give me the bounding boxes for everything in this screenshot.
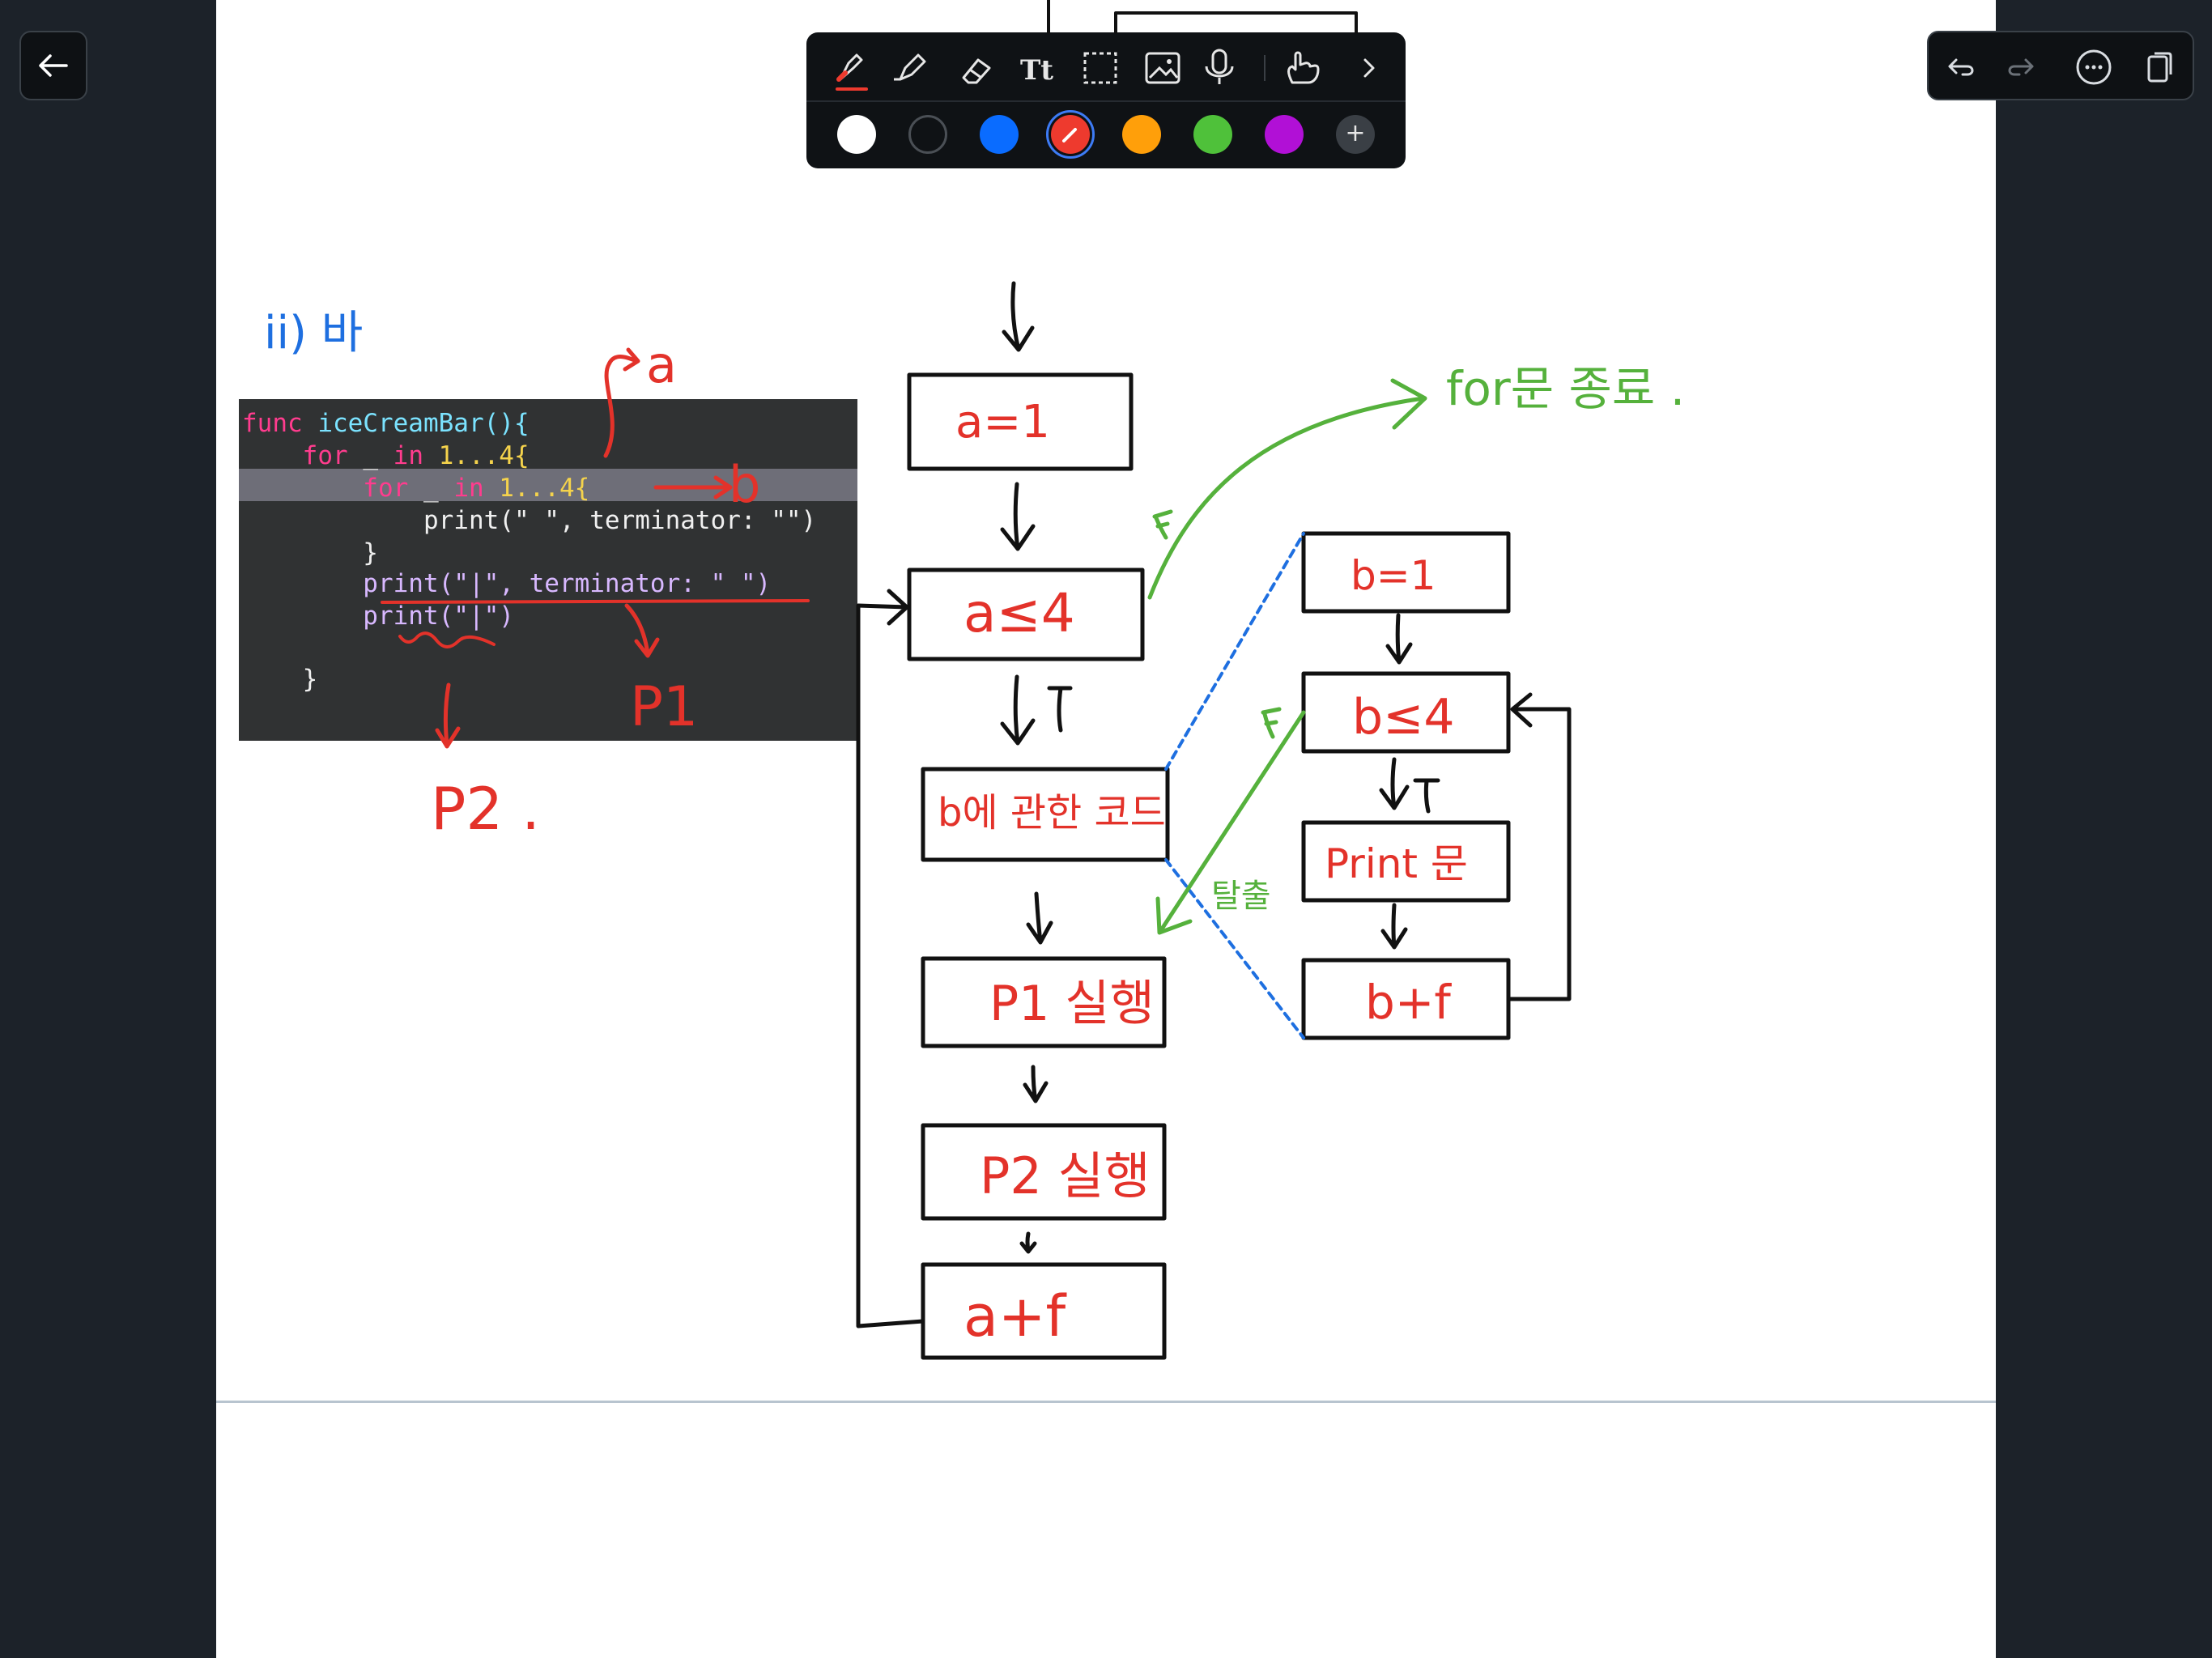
label-a: a	[646, 335, 677, 394]
flow-text-b-cond: b≤4	[1352, 689, 1455, 746]
flow-box-a-init	[907, 372, 1134, 471]
document-controls	[1927, 31, 2194, 100]
section-heading: ii) 바	[264, 307, 363, 359]
swatch-white[interactable]	[837, 115, 876, 154]
flow-box-b-init	[1301, 531, 1511, 614]
swatch-black[interactable]	[908, 115, 947, 154]
toolbar-separator	[806, 100, 1406, 102]
more-options-icon[interactable]	[2076, 49, 2112, 85]
swatch-purple[interactable]	[1265, 115, 1304, 154]
label-b: b	[729, 455, 760, 514]
flow-text-p2: P2 실행	[980, 1146, 1151, 1205]
flow-text-b-code: b에 관한 코드	[938, 790, 1166, 835]
chevron-right-icon[interactable]	[1363, 58, 1375, 78]
code-screenshot-image[interactable]: func iceCreamBar(){ for _ in 1...4{ for …	[239, 399, 857, 741]
swatch-green[interactable]	[1193, 115, 1232, 154]
flow-text-b-init: b=1	[1351, 552, 1436, 599]
undo-icon[interactable]	[1948, 58, 1974, 76]
for-exit-note: for문 종료 .	[1446, 361, 1685, 416]
code-line: for _ in 1...4{	[242, 441, 530, 470]
flow-box-a-cond	[907, 568, 1145, 661]
flow-box-p1	[921, 956, 1167, 1048]
eraser-icon[interactable]	[962, 58, 991, 84]
code-line: print("|", terminator: " ")	[242, 569, 772, 598]
image-icon[interactable]	[1145, 52, 1180, 84]
flow-text-a-init: a=1	[955, 396, 1050, 449]
text-tool-icon[interactable]: Tt	[1020, 54, 1053, 87]
code-highlight-row	[239, 469, 857, 501]
flow-box-print	[1301, 820, 1511, 903]
flow-text-a-inc: a+f	[963, 1283, 1067, 1350]
flow-box-a-inc	[921, 1262, 1167, 1360]
code-line: func iceCreamBar(){	[242, 409, 530, 438]
swatch-blue[interactable]	[980, 115, 1019, 154]
svg-text:Tt: Tt	[1020, 54, 1053, 87]
flow-text-a-cond: a≤4	[963, 582, 1075, 644]
pen-icon[interactable]	[836, 53, 868, 91]
exit-label: 탈출	[1211, 878, 1271, 915]
flow-box-b-code	[921, 767, 1170, 862]
swatch-orange[interactable]	[1122, 115, 1161, 154]
lasso-select-icon[interactable]	[1083, 52, 1117, 84]
label-p2: P2 .	[431, 775, 540, 843]
notebook-page[interactable]	[216, 0, 1996, 1658]
flow-text-p1: P1 실행	[989, 976, 1155, 1032]
code-line: }	[242, 538, 378, 568]
code-line: }	[242, 665, 318, 694]
add-color-button[interactable]: +	[1336, 115, 1375, 154]
arrow-left-icon	[39, 54, 68, 77]
label-p1: P1	[630, 675, 698, 739]
flow-text-print: Print 문	[1325, 840, 1468, 887]
back-button[interactable]	[19, 31, 87, 100]
code-line: print("|")	[242, 602, 514, 631]
flow-box-p2	[921, 1123, 1167, 1221]
hand-touch-icon[interactable]	[1287, 51, 1320, 84]
page-divider	[216, 1401, 1996, 1403]
drawing-toolbar: Tt +	[806, 32, 1406, 168]
swatch-red[interactable]	[1046, 110, 1095, 159]
code-line: for _ in 1...4{	[242, 474, 590, 503]
redo-icon[interactable]	[2008, 58, 2034, 76]
highlighter-icon[interactable]	[894, 53, 926, 81]
microphone-icon[interactable]	[1205, 49, 1234, 84]
pen-icon	[1062, 128, 1077, 142]
pages-icon[interactable]	[2147, 52, 2172, 83]
flow-text-b-inc: b+f	[1365, 975, 1452, 1030]
code-line: print(" ", terminator: "")	[242, 506, 817, 535]
